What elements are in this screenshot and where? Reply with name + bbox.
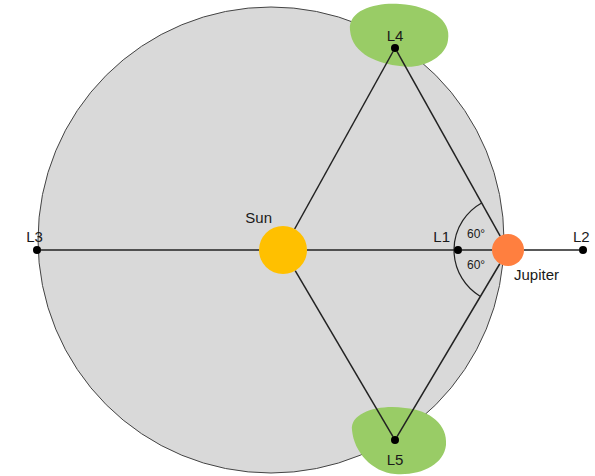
connector-line [397, 264, 500, 437]
point-label: L5 [387, 452, 404, 469]
point-label: L2 [573, 229, 590, 246]
lagrange-point: L2 [579, 246, 587, 254]
point-label: L3 [26, 229, 43, 246]
sun-body: Sun [259, 226, 307, 274]
jupiter-body: Jupiter [492, 234, 524, 266]
point-label: L4 [387, 28, 404, 45]
point-label: Sun [245, 210, 272, 227]
angle-label: 60° [467, 259, 485, 272]
lagrange-point: L1 [454, 246, 462, 254]
connector-line [295, 51, 393, 229]
connector-line [307, 249, 454, 251]
lagrange-point: L4 [391, 44, 399, 52]
lagrange-point: L3 [33, 246, 41, 254]
trojan-region [352, 407, 446, 474]
connector-line [462, 249, 492, 251]
point-label: L1 [433, 229, 450, 246]
trojan-region [350, 4, 449, 67]
connector-line [397, 51, 500, 236]
connector-line [295, 271, 393, 437]
point-label: Jupiter [514, 267, 559, 284]
connector-line [41, 249, 259, 251]
orbit-circle [38, 7, 504, 473]
lagrange-point: L5 [391, 436, 399, 444]
angle-label: 60° [467, 228, 485, 241]
connector-line [524, 249, 579, 251]
